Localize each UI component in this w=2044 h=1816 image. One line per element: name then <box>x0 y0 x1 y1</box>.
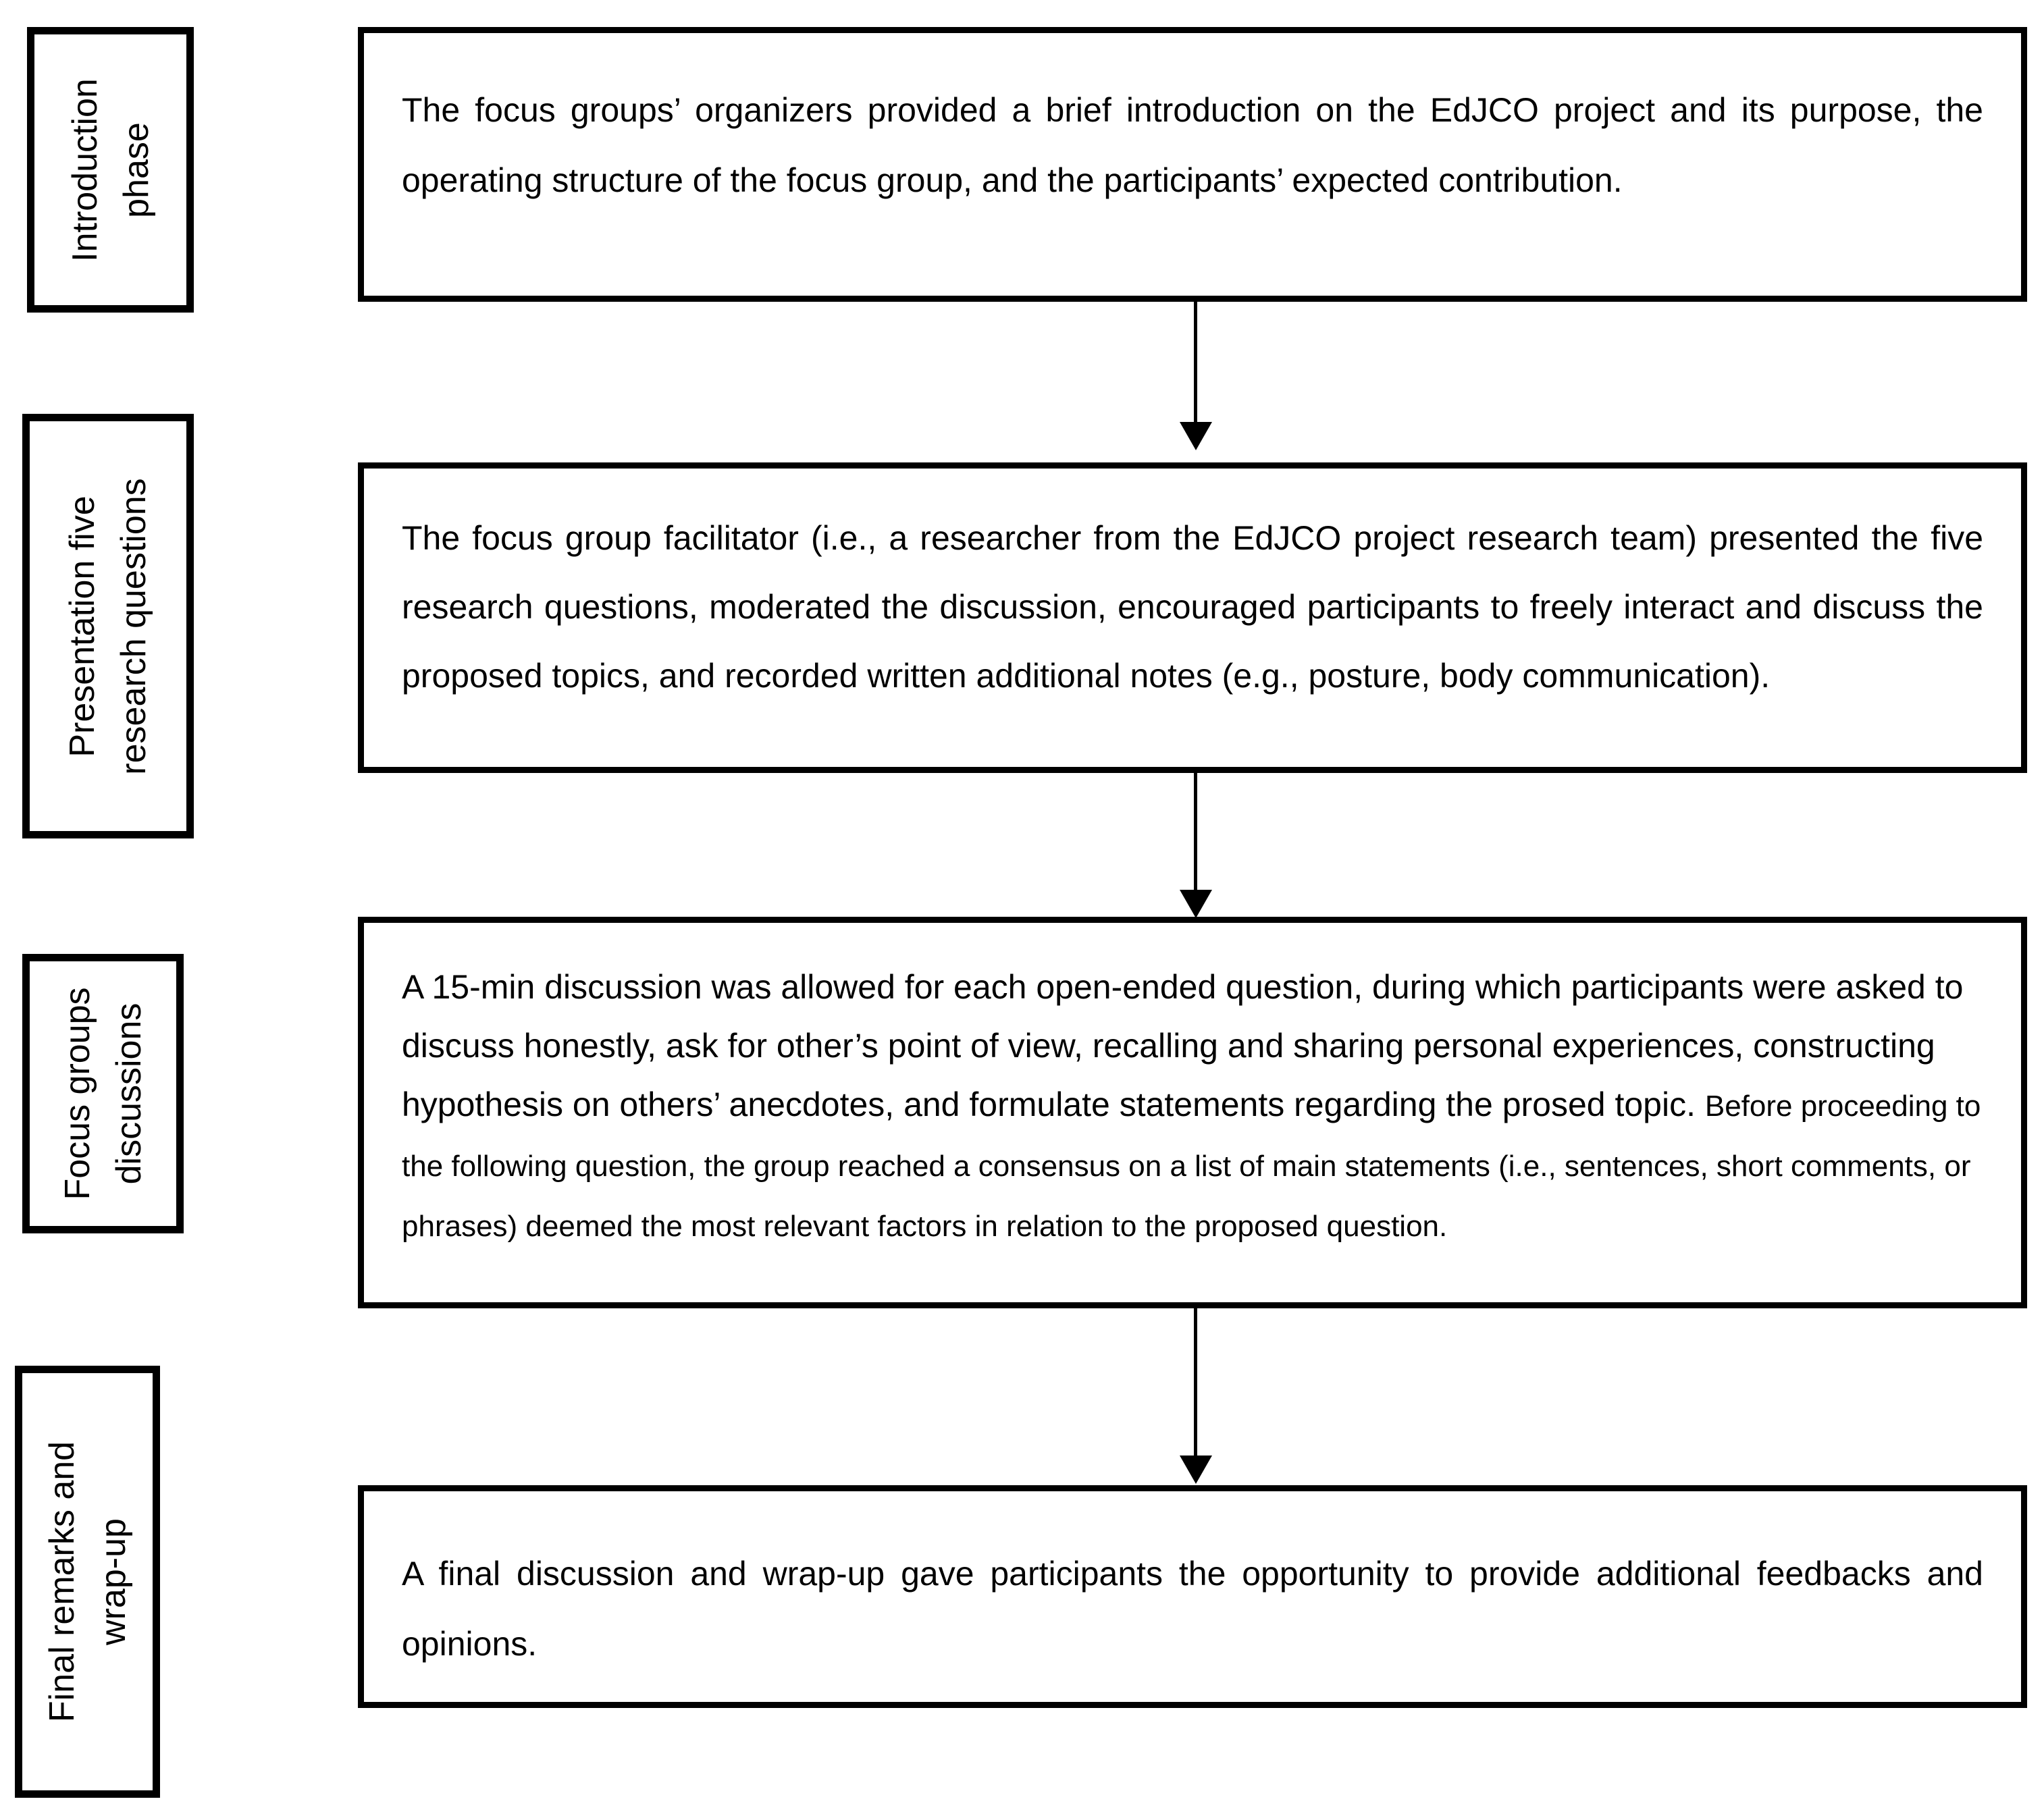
flow-arrow-head-icon-3 <box>1180 1456 1212 1484</box>
phase-label-final-remarks: Final remarks and wrap-up <box>42 1441 133 1723</box>
phase-description-final-remarks: A final discussion and wrap-up gave part… <box>402 1555 1983 1663</box>
flow-arrow-head-icon-1 <box>1180 422 1212 450</box>
flow-arrow-line-1 <box>1194 302 1197 423</box>
phase-label-box-presentation: Presentation five research questions <box>22 414 194 838</box>
phase-description-box-introduction: The focus groups’ organizers provided a … <box>358 27 2027 302</box>
phase-description-introduction: The focus groups’ organizers provided a … <box>402 91 1983 199</box>
phase-description-box-discussions: A 15-min discussion was allowed for each… <box>358 917 2027 1308</box>
phase-description-box-final-remarks: A final discussion and wrap-up gave part… <box>358 1485 2027 1708</box>
flow-arrow-line-2 <box>1194 773 1197 891</box>
flow-arrow-line-3 <box>1194 1308 1197 1457</box>
phase-label-discussions: Focus groups discussions <box>57 987 149 1200</box>
phase-description-presentation: The focus group facilitator (i.e., a res… <box>402 519 1983 695</box>
phase-description-discussions-note: Before proceeding to the following quest… <box>402 1090 1981 1243</box>
phase-label-box-discussions: Focus groups discussions <box>22 954 184 1233</box>
flow-arrow-head-icon-2 <box>1180 890 1212 918</box>
phase-label-box-introduction: Introduction phase <box>27 27 194 313</box>
phase-description-discussions-main: A 15-min discussion was allowed for each… <box>402 968 1964 1123</box>
phase-description-box-presentation: The focus group facilitator (i.e., a res… <box>358 462 2027 773</box>
phase-label-box-final-remarks: Final remarks and wrap-up <box>15 1366 160 1798</box>
phase-label-presentation: Presentation five research questions <box>63 477 153 775</box>
phase-label-introduction: Introduction phase <box>65 78 156 262</box>
